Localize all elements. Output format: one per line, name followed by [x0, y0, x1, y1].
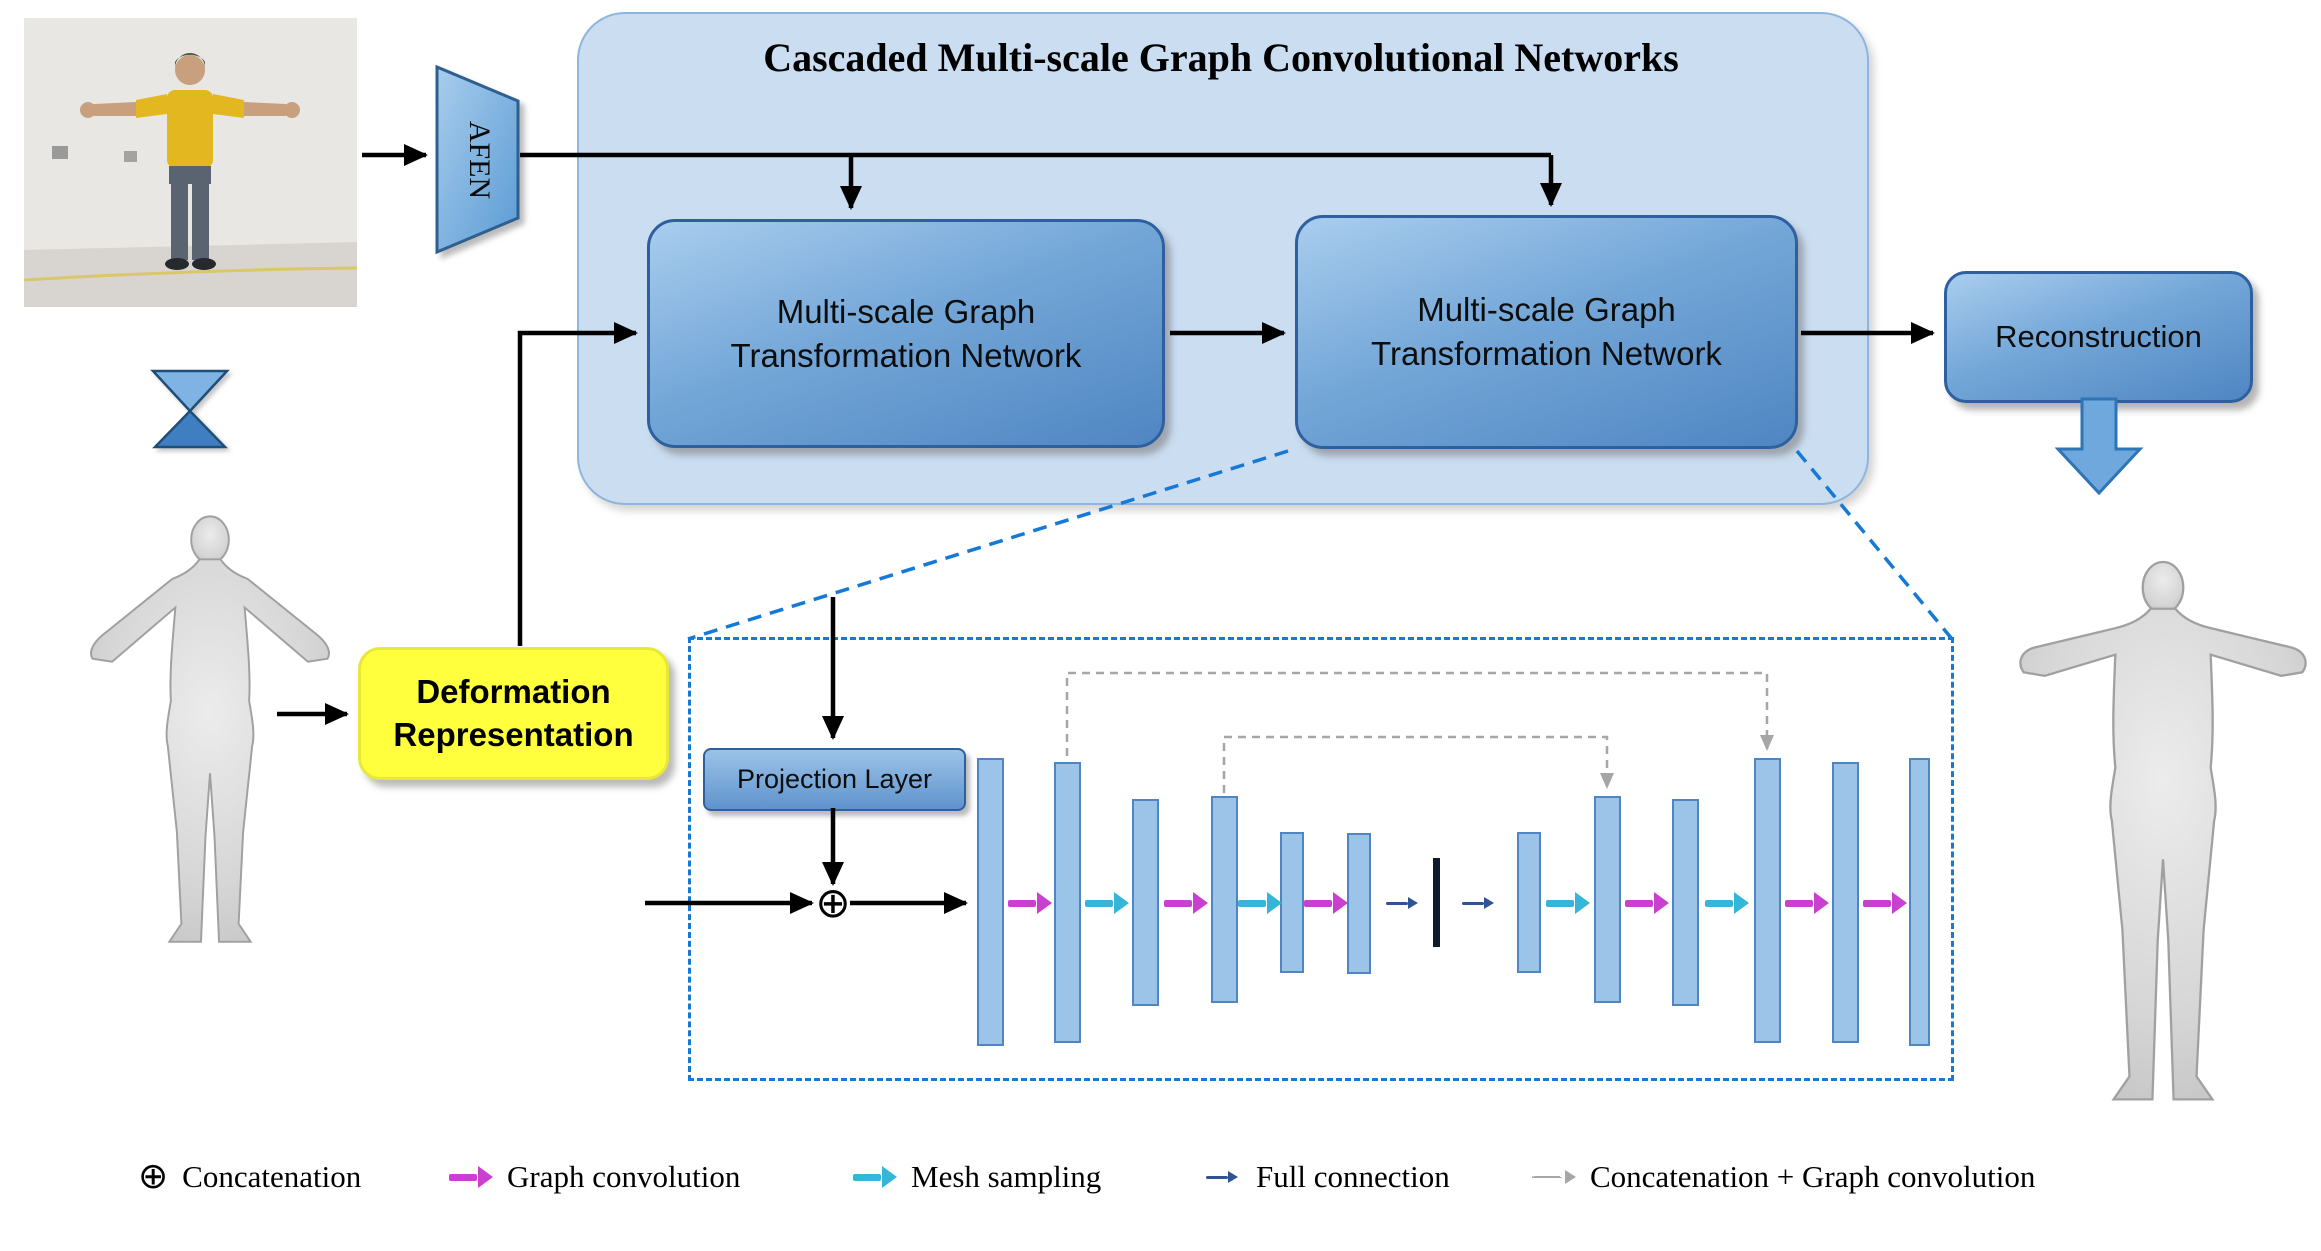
reconstruction-node: Reconstruction	[1944, 271, 2253, 403]
photo-floor	[24, 242, 357, 307]
deformation-representation-label: Deformation Representation	[393, 672, 634, 753]
legend-concatenation: ⊕ Concatenation	[138, 1155, 361, 1199]
reconstruction-label: Reconstruction	[1995, 319, 2202, 354]
legend-full-connection-label: Full connection	[1256, 1159, 1450, 1194]
projection-layer-label: Projection Layer	[736, 764, 933, 794]
mesh-sampling-arrow-icon	[851, 1165, 897, 1189]
legend-graph-convolution: Graph convolution	[447, 1155, 740, 1199]
person-figure	[80, 53, 300, 270]
concatenation-icon: ⊕	[815, 878, 851, 927]
detail-zoom-rect	[688, 637, 1954, 1081]
graph-convolution-arrow-icon	[447, 1165, 493, 1189]
concatenation-icon: ⊕	[138, 1156, 169, 1197]
legend-mesh-sampling: Mesh sampling	[851, 1155, 1101, 1199]
projection-layer-node: Projection Layer	[703, 748, 966, 811]
reconstructed-mesh-figure	[2019, 560, 2307, 1101]
deformation-representation-node: Deformation Representation	[358, 647, 669, 780]
reconstruction-output-arrow	[2054, 397, 2144, 496]
concat-graph-conv-arrow-icon	[1530, 1165, 1576, 1189]
template-mesh-figure	[90, 515, 330, 943]
full-connection-line-icon	[1202, 1165, 1242, 1189]
figure-title: Cascaded Multi-scale Graph Convolutional…	[763, 35, 1679, 80]
photo-floor-line	[24, 266, 357, 282]
input-photo	[24, 18, 357, 307]
legend-graph-convolution-label: Graph convolution	[507, 1159, 741, 1194]
wall-outlet	[52, 146, 68, 159]
mgtn1-node: Multi-scale Graph Transformation Network	[647, 219, 1165, 448]
afen-node: AFEN	[435, 64, 520, 255]
afen-label: AFEN	[463, 121, 496, 199]
legend-concatenation-label: Concatenation	[182, 1159, 362, 1194]
mgtn1-label: Multi-scale Graph Transformation Network	[730, 292, 1082, 374]
mgtn2-label: Multi-scale Graph Transformation Network	[1371, 291, 1722, 372]
legend-concat-graph-conv: Concatenation + Graph convolution	[1530, 1155, 2035, 1199]
legend-mesh-sampling-label: Mesh sampling	[911, 1159, 1102, 1194]
legend-full-connection: Full connection	[1202, 1155, 1450, 1199]
legend-concat-graph-conv-label: Concatenation + Graph convolution	[1590, 1159, 2036, 1194]
hourglass-icon	[150, 369, 230, 449]
wall-outlet	[124, 151, 137, 162]
mgtn2-node: Multi-scale Graph Transformation Network	[1295, 215, 1798, 449]
